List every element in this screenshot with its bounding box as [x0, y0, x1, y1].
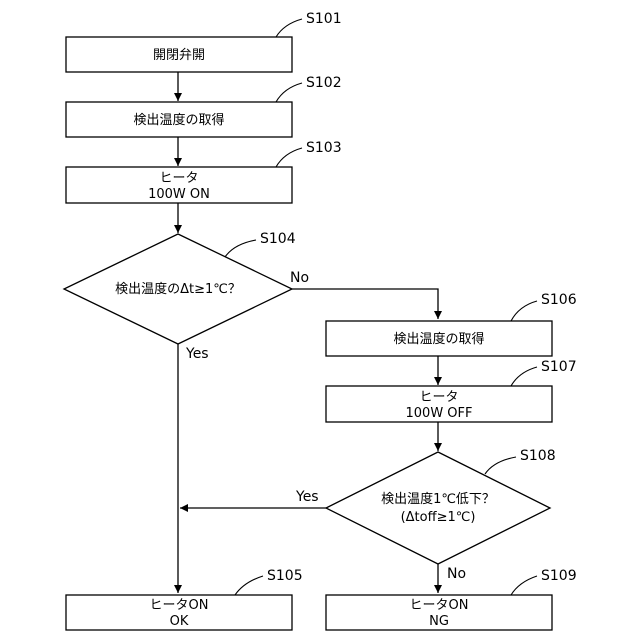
terminal-box-s105: ヒータON OK S105 — [66, 568, 303, 630]
s108-text-line2: (Δtoff≥1℃) — [401, 510, 476, 525]
s106-step-id: S106 — [541, 292, 577, 308]
decision-s108: 検出温度1℃低下？ (Δtoff≥1℃) S108 Yes No — [295, 448, 556, 582]
s104-no-label: No — [290, 270, 309, 286]
s107-text-line1: ヒータ — [419, 390, 458, 405]
s101-leader — [276, 19, 302, 37]
s105-text-line2: OK — [170, 614, 189, 629]
s109-text-line2: NG — [429, 614, 449, 629]
s107-leader — [511, 367, 537, 386]
s109-leader — [511, 576, 537, 595]
decision-s104: 検出温度のΔt≥1℃？ S104 No Yes — [64, 231, 309, 362]
s104-text: 検出温度のΔt≥1℃？ — [115, 281, 241, 297]
s101-step-id: S101 — [306, 11, 342, 27]
s105-text-line1: ヒータON — [150, 598, 209, 613]
process-box-s103: ヒータ 100W ON S103 — [66, 140, 342, 203]
s105-leader — [235, 576, 263, 595]
s105-step-id: S105 — [267, 568, 303, 584]
s108-no-label: No — [447, 566, 466, 582]
process-box-s101: 開閉弁開 S101 — [66, 11, 342, 72]
s104-step-id: S104 — [260, 231, 296, 247]
s104-yes-label: Yes — [185, 346, 209, 362]
s109-step-id: S109 — [541, 568, 577, 584]
s106-text: 検出温度の取得 — [393, 331, 484, 347]
s101-text: 開閉弁開 — [153, 48, 205, 63]
s102-leader — [276, 83, 302, 102]
s108-step-id: S108 — [520, 448, 556, 464]
s108-text-line1: 検出温度1℃低下？ — [381, 491, 495, 507]
s109-text-line1: ヒータON — [410, 598, 469, 613]
process-box-s107: ヒータ 100W OFF S107 — [326, 359, 577, 422]
s103-leader — [276, 148, 302, 167]
arrow-s104-no-s106 — [292, 289, 438, 319]
s102-step-id: S102 — [306, 75, 342, 91]
s107-text-line2: 100W OFF — [406, 406, 473, 421]
process-box-s102: 検出温度の取得 S102 — [66, 75, 342, 137]
s108-leader — [485, 457, 516, 474]
s106-leader — [511, 301, 537, 321]
s102-text: 検出温度の取得 — [133, 112, 224, 128]
process-box-s106: 検出温度の取得 S106 — [326, 292, 577, 356]
s104-leader — [225, 240, 256, 257]
s107-step-id: S107 — [541, 359, 577, 375]
s103-step-id: S103 — [306, 140, 342, 156]
s103-text-line2: 100W ON — [148, 187, 210, 202]
s108-yes-label: Yes — [295, 489, 319, 505]
s103-text-line1: ヒータ — [159, 171, 198, 186]
